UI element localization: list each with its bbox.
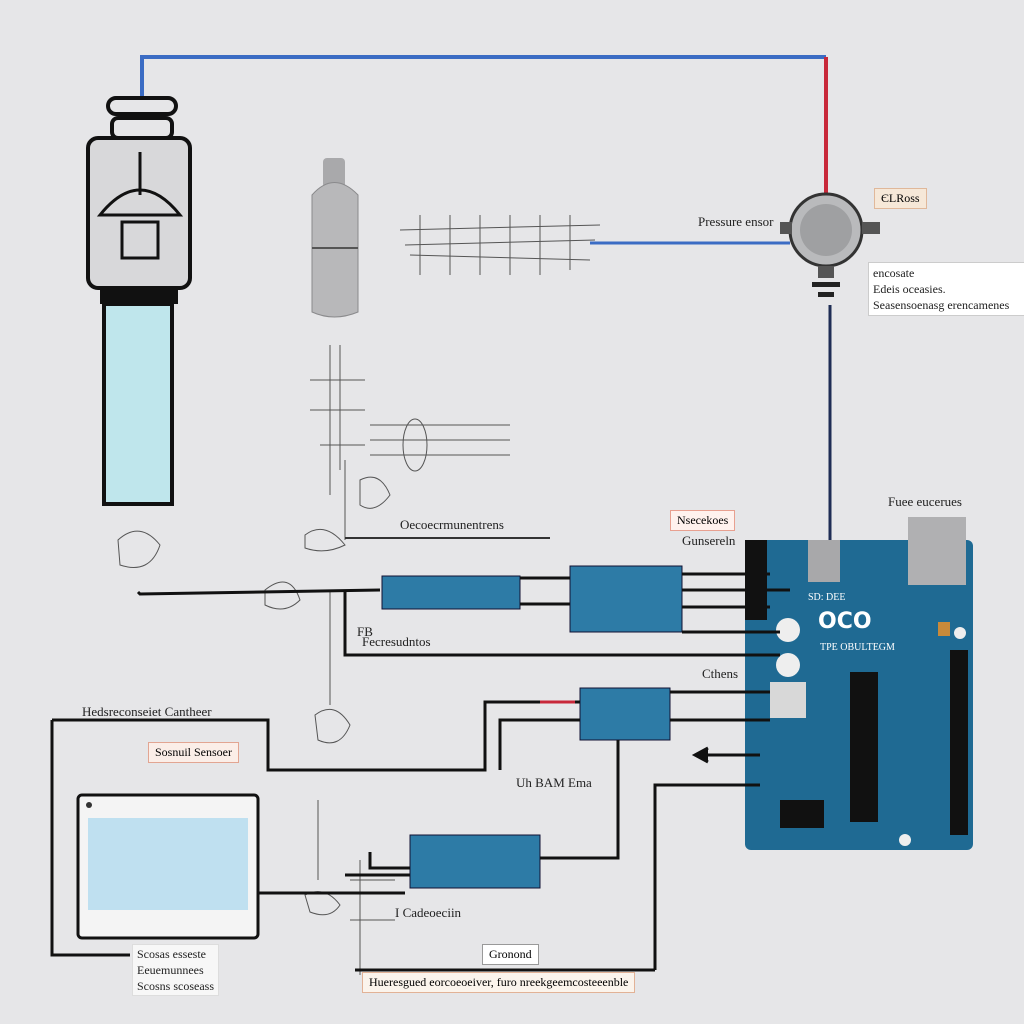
sensor-module-3: [409, 834, 541, 889]
pc-note-1: Scosas esseste: [137, 947, 206, 961]
sensor-module-1: [381, 565, 683, 633]
side-label: Cthens: [702, 666, 739, 681]
pc-note-2: Eeuemunnees: [137, 963, 204, 977]
board-logo: OCO: [818, 609, 872, 634]
right-note-2: Edeis oceasies.: [873, 282, 946, 296]
pc-note-3: Scosns scoseass: [137, 979, 214, 993]
module-fb-b: Fecresudntos: [362, 634, 431, 649]
pc-notes: Scosas esseste Eeuemunnees Scosns scosea…: [132, 944, 219, 996]
top-wires: [140, 55, 832, 545]
mechanism-sketch: [117, 215, 601, 975]
valve-gauge-icon: [780, 192, 880, 297]
board-sub: TPE OBULTEGM: [820, 642, 895, 653]
pressure-label: Pressure ensor: [698, 214, 774, 229]
sensor-module-2: [579, 687, 671, 741]
gauge-label: Gunsereln: [682, 533, 736, 548]
mid-label: Uh BAM Ema: [516, 775, 592, 790]
flow-label: Oecoecrmunentrens: [400, 517, 504, 532]
right-note-1: encosate: [873, 266, 915, 280]
right-notes: encosate Edeis oceasies. Seasensoenasg e…: [868, 262, 1024, 316]
board-pin-label: SD: DEE: [808, 592, 846, 603]
arduino-board: [745, 517, 973, 850]
ground-label: Gronond: [482, 944, 539, 965]
pc-title: Hedsreconseiet Cantheer: [82, 704, 212, 719]
caption: Hueresgued eorcoeoeiver, furo nreekgeemc…: [362, 972, 636, 993]
valve-tag: ЄLRoss: [874, 188, 927, 209]
gas-bottle-icon: [311, 158, 359, 318]
pc-tag: Sosnuil Sensoer: [148, 742, 240, 763]
sensor-tag: Nsecekoes: [670, 510, 736, 531]
board-title: Fuee eucerues: [888, 494, 962, 509]
signal-wires: [50, 572, 790, 972]
pressure-tank-icon: [86, 96, 192, 506]
bottom-module-label: I Cadeoeciin: [395, 905, 462, 920]
computer-monitor-icon: [76, 793, 260, 940]
module-fb-a: FB: [357, 624, 373, 639]
right-note-3: Seasensoenasg erencamenes: [873, 298, 1010, 312]
